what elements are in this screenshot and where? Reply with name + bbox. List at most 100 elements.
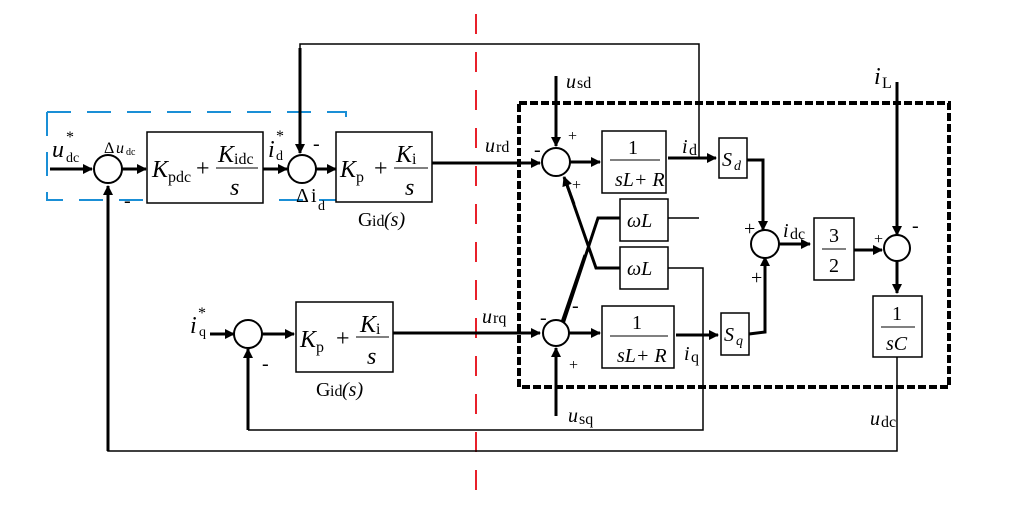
- sum-idc-plus-bottom: +: [751, 267, 762, 289]
- usq-label: u sq: [568, 405, 593, 428]
- svg-text:1: 1: [628, 137, 638, 159]
- svg-text:rq: rq: [493, 310, 506, 327]
- svg-text:sC: sC: [886, 333, 908, 355]
- sum-d-minus: -: [534, 139, 541, 161]
- sd-out-arrow: [747, 158, 768, 231]
- svg-text:d: d: [276, 149, 283, 164]
- current-pi-q-caption: G id (s): [316, 379, 363, 401]
- usd-label: u sd: [566, 71, 591, 93]
- sum-q-minus-left: -: [540, 307, 547, 329]
- svg-text:s: s: [405, 175, 414, 201]
- svg-text:q: q: [199, 325, 206, 340]
- svg-text:pdc: pdc: [168, 169, 191, 186]
- coupling-2-out: [564, 181, 620, 270]
- coupling-2-arrow: [562, 176, 576, 205]
- svg-text:u: u: [568, 405, 578, 427]
- svg-text:K: K: [339, 157, 358, 183]
- svg-text:L: L: [882, 75, 892, 92]
- svg-text:i: i: [412, 151, 417, 168]
- svg-text:q: q: [736, 334, 743, 349]
- sum-q-minus-top: -: [572, 295, 579, 317]
- svg-text:S: S: [724, 324, 734, 346]
- svg-text:i: i: [874, 64, 881, 90]
- svg-text:Δ: Δ: [104, 140, 114, 157]
- svg-text:dc: dc: [126, 147, 136, 158]
- svg-text:u: u: [870, 408, 880, 430]
- svg-text:u: u: [116, 140, 124, 157]
- svg-text:ωL: ωL: [627, 258, 652, 280]
- svg-text:u: u: [52, 137, 64, 163]
- sum-iq: [233, 319, 263, 349]
- svg-text:i: i: [311, 185, 317, 207]
- urq-label: u rq: [482, 306, 506, 328]
- switch-q-block: S q: [720, 312, 750, 356]
- svg-text:u: u: [485, 135, 495, 157]
- svg-text:sq: sq: [579, 411, 593, 428]
- outer-loop-box: [46, 111, 347, 201]
- svg-text:*: *: [276, 128, 284, 145]
- svg-text:p: p: [316, 339, 324, 356]
- svg-text:s: s: [230, 175, 239, 201]
- sum-cap-plus: +: [874, 231, 883, 248]
- sum-cap-minus: -: [912, 215, 919, 237]
- sum-id-minus: -: [313, 133, 320, 155]
- capacitor-block: 1 sC: [872, 295, 923, 358]
- svg-text:sL+ R: sL+ R: [617, 345, 667, 367]
- iq-feedback-line: [248, 267, 704, 431]
- svg-text:G: G: [358, 209, 372, 231]
- sum-id: [287, 154, 317, 184]
- id-ref-label: i d *: [268, 128, 284, 164]
- il-label: i L: [874, 64, 892, 92]
- svg-text:(s): (s): [384, 209, 405, 231]
- coupling-2-block: ωL: [619, 246, 669, 290]
- coupling-1-block: ωL: [619, 198, 669, 242]
- sum-d-plus-bottom: +: [572, 177, 581, 194]
- svg-text:K: K: [395, 142, 414, 168]
- svg-text:id: id: [330, 383, 342, 400]
- svg-text:i: i: [684, 343, 690, 365]
- svg-text:i: i: [783, 220, 789, 242]
- svg-text:*: *: [66, 129, 74, 146]
- svg-text:sd: sd: [577, 75, 591, 92]
- svg-text:+: +: [336, 326, 350, 352]
- svg-text:1: 1: [892, 303, 902, 325]
- svg-text:id: id: [372, 213, 384, 230]
- svg-text:i: i: [682, 136, 688, 158]
- svg-text:u: u: [566, 71, 576, 93]
- svg-text:dc: dc: [790, 226, 805, 243]
- svg-text:dc: dc: [881, 414, 896, 431]
- svg-text:i: i: [268, 137, 275, 163]
- svg-text:d: d: [734, 159, 742, 174]
- udc-label: u dc: [870, 408, 896, 431]
- svg-text:sL+ R: sL+ R: [615, 169, 665, 191]
- idc-label: i dc: [783, 220, 805, 243]
- svg-text:*: *: [198, 305, 206, 322]
- svg-text:+: +: [196, 156, 210, 182]
- svg-text:G: G: [316, 379, 330, 401]
- udc-ref-label: u dc *: [52, 129, 79, 166]
- svg-text:(s): (s): [342, 379, 363, 401]
- svg-text:ωL: ωL: [627, 210, 652, 232]
- svg-text:K: K: [217, 142, 236, 168]
- sum-d-plus-top: +: [568, 128, 577, 145]
- sum-cap: [883, 234, 911, 262]
- svg-text:u: u: [482, 306, 492, 328]
- svg-text:dc: dc: [66, 151, 79, 166]
- current-pi-q-block: K p + K i s: [295, 301, 394, 373]
- sum-idc-plus-top: +: [744, 218, 755, 240]
- sum-q-plus-bottom: +: [569, 357, 578, 374]
- svg-text:3: 3: [829, 225, 839, 247]
- voltage-pi-block: K pdc + K idc s: [146, 131, 264, 204]
- svg-text:p: p: [356, 169, 364, 186]
- plant-box: [517, 101, 951, 389]
- iq-label: i q: [684, 343, 699, 366]
- coupling-1-arrow: [557, 254, 587, 332]
- plant-q-block: 1 sL+ R: [601, 305, 675, 369]
- svg-text:S: S: [722, 149, 732, 171]
- svg-text:d: d: [689, 142, 697, 159]
- svg-text:q: q: [691, 349, 699, 366]
- svg-text:K: K: [151, 157, 170, 183]
- sum-iq-minus: -: [262, 353, 269, 375]
- svg-text:K: K: [299, 327, 318, 353]
